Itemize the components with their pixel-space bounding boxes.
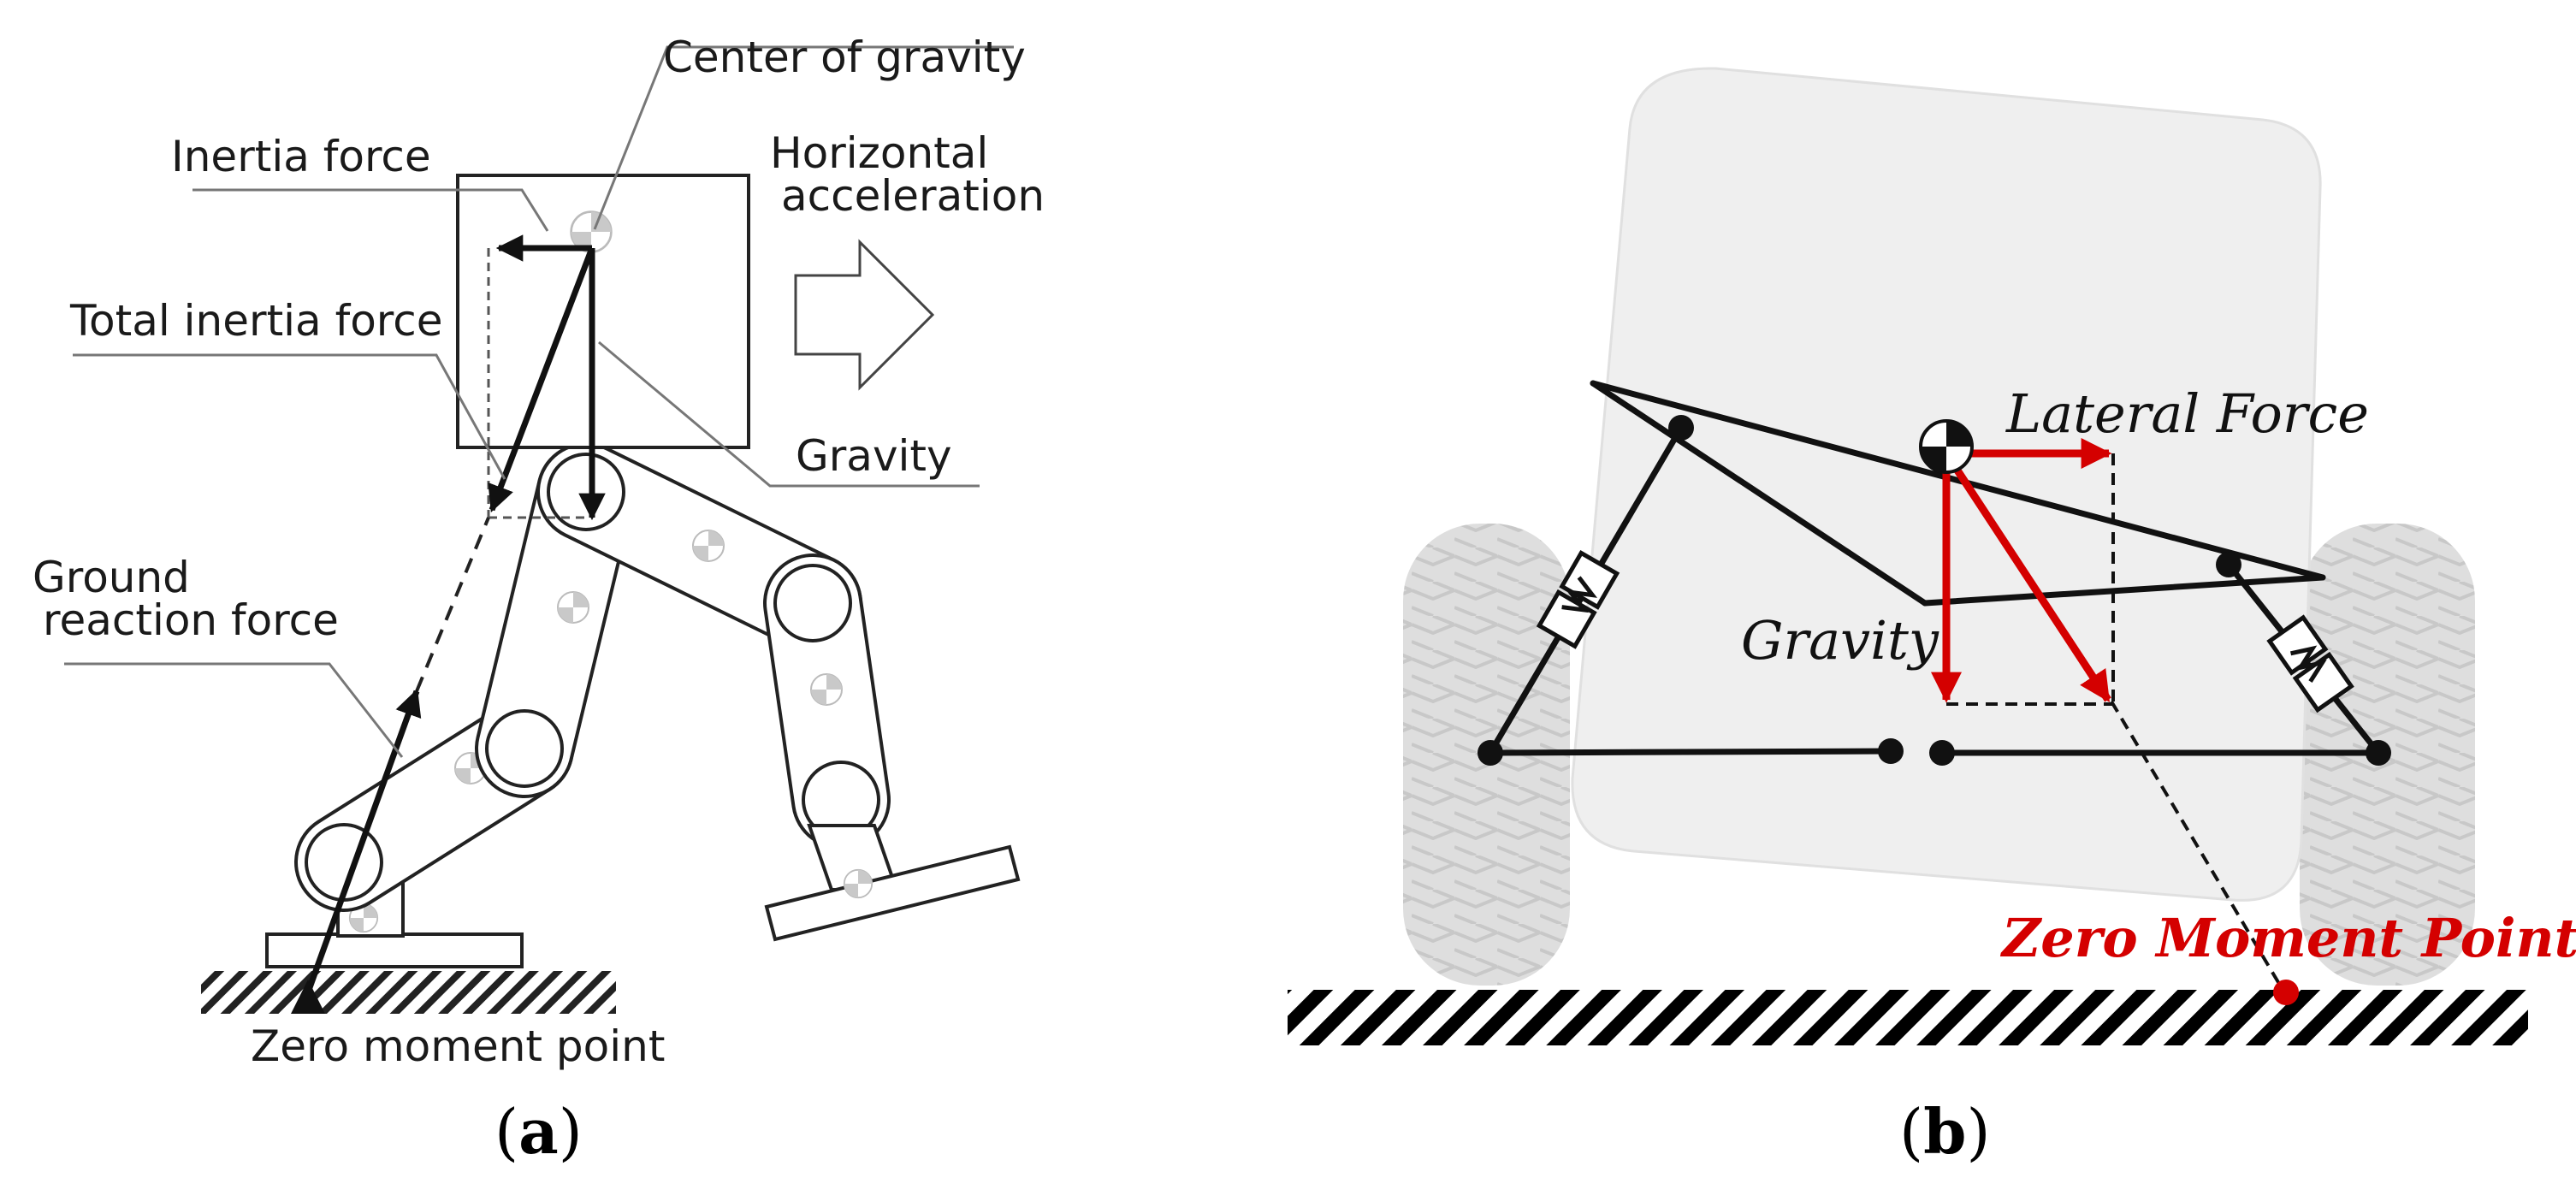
left-foot bbox=[265, 932, 524, 968]
left-damper bbox=[1536, 550, 1620, 649]
right-shank bbox=[763, 554, 891, 850]
caption-b-letter: b bbox=[1923, 1095, 1966, 1168]
cg-marker-right-thigh bbox=[692, 530, 725, 562]
label-gravity-b: Gravity bbox=[1741, 609, 1939, 672]
zmp-marker-a bbox=[291, 980, 325, 1014]
label-inertia-force: Inertia force bbox=[171, 132, 431, 181]
force-construction-lines bbox=[1946, 453, 2286, 994]
cg-marker-right-shank bbox=[810, 673, 843, 706]
caption-a-open: ( bbox=[494, 1096, 518, 1168]
caption-a-close: ) bbox=[559, 1096, 583, 1168]
right-damper bbox=[2266, 614, 2354, 713]
leader-total-inertia-force bbox=[73, 353, 506, 480]
pivot-joints bbox=[1477, 415, 2391, 766]
label-zero-moment-point-a: Zero moment point bbox=[251, 1021, 665, 1071]
zmp-marker-b bbox=[2273, 980, 2299, 1005]
label-total-inertia-force: Total inertia force bbox=[69, 296, 443, 346]
label-gravity-a: Gravity bbox=[796, 431, 952, 481]
total-inertia-force-arrow bbox=[488, 246, 595, 512]
caption-b-open: ( bbox=[1899, 1096, 1923, 1168]
ground-hatch-a bbox=[201, 971, 616, 1014]
cg-marker-right-foot bbox=[843, 868, 873, 899]
label-lateral-force: Lateral Force bbox=[2005, 382, 2369, 445]
center-of-gravity-marker-b bbox=[1919, 419, 1974, 474]
label-ground-reaction-force-2: reaction force bbox=[43, 595, 339, 645]
right-foot bbox=[764, 844, 1021, 942]
label-horizontal-acceleration-1: Horizontal bbox=[770, 128, 988, 178]
panel-b-vehicle-diagram: Lateral Force Gravity Zero Moment Point … bbox=[1288, 67, 2576, 1168]
label-ground-reaction-force-1: Ground bbox=[33, 553, 190, 602]
leader-center-of-gravity bbox=[593, 45, 1014, 230]
suspension-linkage bbox=[1487, 380, 2382, 756]
label-center-of-gravity: Center of gravity bbox=[663, 33, 1026, 82]
ground-hatch-b bbox=[1288, 990, 2528, 1045]
caption-b-close: ) bbox=[1966, 1096, 1990, 1168]
horizontal-acceleration-arrow bbox=[794, 239, 935, 391]
ground-reaction-dash-line bbox=[415, 517, 490, 692]
cg-marker-left-thigh bbox=[557, 591, 589, 624]
label-zero-moment-point-b: Zero Moment Point bbox=[1999, 907, 2576, 969]
caption-a-letter: a bbox=[518, 1095, 559, 1168]
leader-ground-reaction-force bbox=[64, 662, 404, 758]
caption-a: (a) bbox=[494, 1095, 583, 1168]
panel-a-robot-diagram: Center of gravity Inertia force Horizont… bbox=[33, 33, 1045, 1168]
ground-reaction-force-arrow bbox=[305, 689, 422, 994]
resultant-force-arrow bbox=[1943, 451, 2111, 703]
caption-b: (b) bbox=[1899, 1095, 1991, 1168]
leader-inertia-force bbox=[192, 188, 549, 232]
leader-gravity bbox=[598, 340, 980, 488]
label-horizontal-acceleration-2: acceleration bbox=[781, 171, 1045, 221]
